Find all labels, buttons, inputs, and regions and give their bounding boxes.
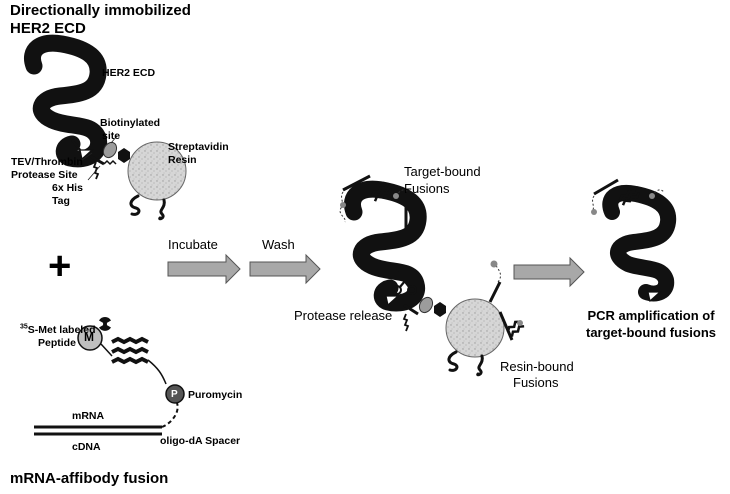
- released-fusions: [591, 178, 668, 230]
- label-protease-site: Protease Site: [11, 169, 78, 181]
- label-target-fusions: Fusions: [404, 181, 450, 196]
- affibody-helices: [100, 336, 167, 385]
- label-streptavidin: Streptavidin: [168, 141, 229, 153]
- resin-bound-bead: [445, 298, 505, 377]
- radiation-icon: [99, 317, 111, 331]
- label-pointers: [81, 135, 118, 181]
- label-peptide: Peptide: [38, 337, 76, 349]
- streptavidin-resin-bead: [127, 141, 187, 221]
- label-protease-release: Protease release: [294, 308, 393, 323]
- label-biotinylated-2: site: [102, 130, 121, 142]
- pcr-arrow: [513, 256, 585, 288]
- label-met-labeled: 35S-Met labeled: [20, 324, 95, 337]
- scissors-icon: [392, 269, 417, 295]
- label-pcr-1: PCR amplification of: [587, 308, 715, 323]
- incubate-arrow: [167, 253, 241, 285]
- released-linker: [402, 296, 446, 332]
- label-biotinylated-1: Biotinylated: [100, 117, 161, 129]
- bound-her2-shape: [344, 180, 427, 312]
- label-tev-thrombin: TEV/Thrombin: [11, 156, 83, 168]
- plus-sign: +: [48, 244, 72, 288]
- his-tag-linker: [89, 154, 117, 180]
- label-cdna: cDNA: [72, 441, 101, 453]
- biotin-site: [102, 141, 130, 163]
- label-tag: Tag: [52, 195, 70, 207]
- label-target-bound: Target-bound: [404, 164, 481, 179]
- her2-ecd-shape: [24, 34, 108, 168]
- nucleic-acid-strands: [34, 402, 179, 436]
- tev-thrombin-site: [71, 139, 94, 161]
- label-met-isotope: 35: [20, 323, 28, 331]
- title-her2-ecd: HER2 ECD: [10, 20, 86, 37]
- label-resin-bound: Resin-bound: [500, 359, 574, 374]
- title-immobilized: Directionally immobilized: [10, 2, 191, 19]
- label-m-letter: M: [84, 330, 94, 344]
- label-his: 6x His: [52, 182, 83, 194]
- released-her2-shape: [602, 185, 677, 303]
- resin-bound-fusions: [488, 260, 525, 341]
- label-resin: Resin: [168, 154, 197, 166]
- label-mrna: mRNA: [72, 410, 105, 422]
- label-spacer: oligo-dA Spacer: [160, 435, 241, 447]
- label-incubate: Incubate: [168, 237, 218, 252]
- puromycin-bead: [165, 384, 185, 404]
- label-p-letter: P: [171, 389, 178, 400]
- label-pcr-2: target-bound fusions: [586, 325, 716, 340]
- label-met-text: S-Met labeled: [27, 324, 96, 336]
- title-mrna-affibody: mRNA-affibody fusion: [10, 470, 169, 487]
- label-resin-fusions: Fusions: [513, 375, 559, 390]
- label-puromycin: Puromycin: [188, 389, 243, 401]
- label-her2-ecd: HER2 ECD: [102, 67, 156, 79]
- target-bound-fusions: [339, 174, 409, 230]
- wash-arrow: [249, 253, 321, 285]
- label-wash: Wash: [262, 237, 295, 252]
- met-bead: [77, 325, 103, 351]
